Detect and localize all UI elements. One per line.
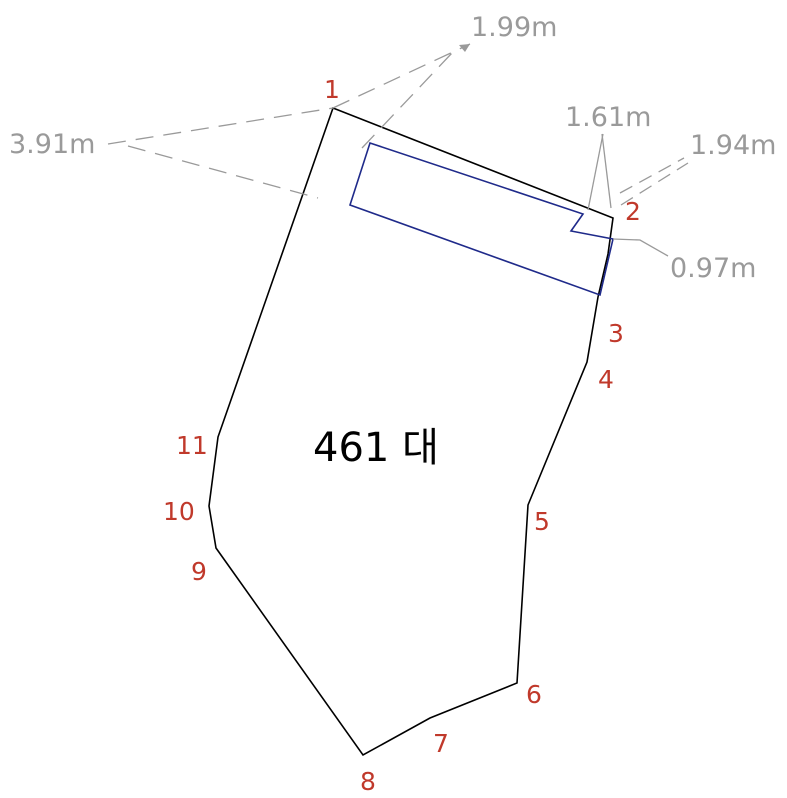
leader-1-99m-inner: [361, 52, 453, 149]
vertex-label: 2: [625, 197, 641, 226]
vertex-label: 3: [608, 319, 624, 348]
parcel-boundary: [208, 106, 614, 757]
vertex-label: 9: [191, 557, 207, 586]
parcel-label: 461 대: [313, 425, 439, 471]
arrow-1-99m-icon: [459, 44, 470, 52]
dimension-label: 0.97m: [670, 253, 756, 284]
dimension-label: 1.94m: [690, 130, 776, 161]
dimension-label: 1.61m: [565, 102, 651, 133]
vertex-label: 4: [598, 365, 614, 394]
vertex-label: 1: [324, 75, 340, 104]
leader-1-99m: [332, 43, 471, 109]
leader-3-91m-lower: [127, 145, 319, 199]
vertex-label: 11: [176, 431, 208, 460]
vertex-label: 10: [163, 497, 195, 526]
vertex-label: 7: [433, 729, 449, 758]
dimension-label: 3.91m: [9, 129, 95, 160]
vertex-label: 6: [526, 680, 542, 709]
vertex-labels: 1 2 3 4 5 6 7 8 9 10 11: [163, 75, 641, 796]
leader-1-61m-b: [601, 133, 612, 209]
dimension-label: 1.99m: [471, 12, 557, 43]
leader-3-91m: [107, 107, 334, 145]
vertex-label: 8: [360, 767, 376, 796]
vertex-label: 5: [534, 507, 550, 536]
leader-1-94m-lower: [620, 162, 689, 206]
dimension-leaders: [107, 43, 689, 257]
leader-1-94m: [619, 157, 685, 194]
leader-1-61m-a: [587, 133, 604, 211]
leader-0-97m: [612, 238, 669, 257]
dimension-labels: 3.91m 1.99m 1.61m 1.94m 0.97m: [9, 12, 776, 284]
